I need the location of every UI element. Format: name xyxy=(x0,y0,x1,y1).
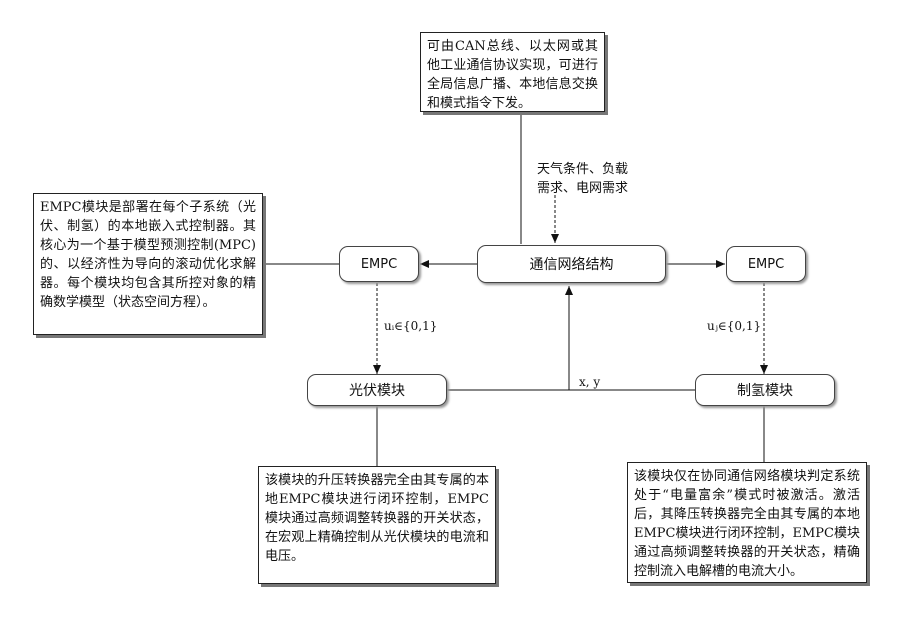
pv-module-description-note: 该模块的升压转换器完全由其专属的本地EMPC模块进行闭环控制，EMPC模块通过高… xyxy=(258,466,496,584)
inputs-label: 天气条件、负载需求、电网需求 xyxy=(537,160,639,198)
empc-left-node: EMPC xyxy=(339,246,419,282)
u-right-label: uⱼ∈{0,1} xyxy=(707,318,761,335)
empc-description-note: EMPC模块是部署在每个子系统（光伏、制氢）的本地嵌入式控制器。其核心为一个基于… xyxy=(33,193,263,335)
comm-network-node: 通信网络结构 xyxy=(477,245,666,283)
empc-right-node: EMPC xyxy=(726,246,806,282)
pv-module-node: 光伏模块 xyxy=(307,374,447,406)
xy-label: x, y xyxy=(579,374,600,391)
h2-module-description-note: 该模块仅在协同通信网络模块判定系统处于“电量富余”模式时被激活。激活后，其降压转… xyxy=(627,462,867,583)
u-left-label: uᵢ∈{0,1} xyxy=(384,318,437,335)
comm-network-note: 可由CAN总线、以太网或其他工业通信协议实现，可进行全局信息广播、本地信息交换和… xyxy=(420,32,605,112)
h2-module-node: 制氢模块 xyxy=(695,374,835,406)
